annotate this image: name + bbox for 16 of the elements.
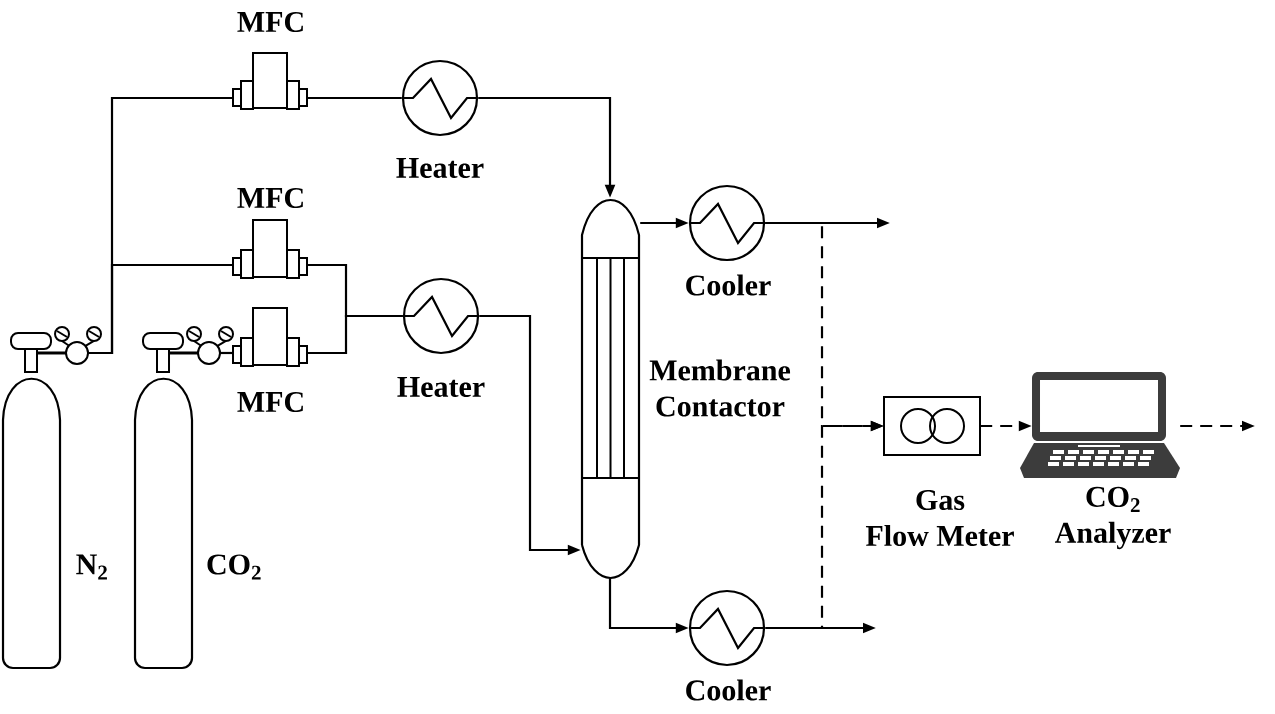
equipment-label: Heater [396, 158, 484, 178]
equipment-label: N$_{2}$ [76, 554, 107, 580]
equipment-label: Cooler [686, 679, 771, 701]
pipe-line [220, 351, 233, 355]
equipment-label: CO$_{2}$ [207, 554, 261, 580]
equipment-label: Membrane Contactor [649, 359, 791, 417]
equipment-label: CO$_{2}$ Analyzer [1055, 486, 1171, 550]
pipe-line [88, 263, 233, 355]
equipment-label: MFC [237, 187, 303, 209]
pipe-line [307, 314, 403, 355]
equipment-label: MFC [237, 11, 303, 33]
equipment-label: Heater [397, 377, 485, 397]
equipment-label: MFC [237, 391, 303, 413]
equipment-label: Gas Flow Meter [866, 489, 1014, 547]
equipment-label: Cooler [686, 274, 771, 296]
pipe-line [307, 96, 402, 100]
